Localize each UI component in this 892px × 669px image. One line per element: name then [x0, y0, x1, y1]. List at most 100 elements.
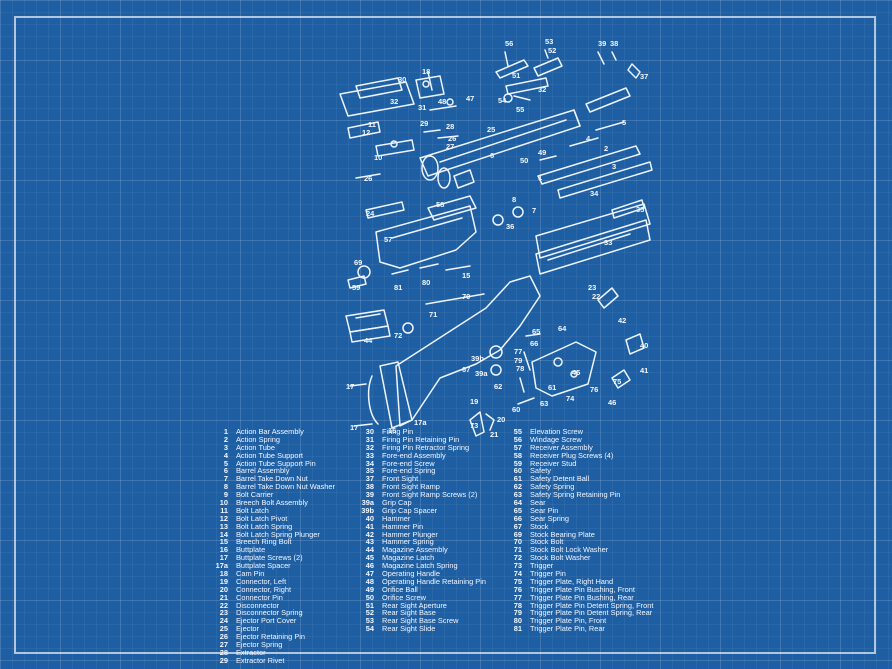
legend-part-number: 28 [219, 647, 228, 657]
part-callout: 69 [354, 258, 362, 267]
legend-part-name: Trigger Plate Pin, Front [530, 616, 607, 626]
legend-part-name: Rear Sight Aperture [382, 600, 447, 610]
legend-part-name: Action Spring [236, 434, 280, 444]
legend-part-number: 67 [513, 521, 522, 531]
legend-part-number: 31 [365, 434, 374, 444]
legend-part-number: 16 [219, 545, 228, 555]
barrel-assembly [419, 109, 581, 189]
legend-part-name: Firing Pin [382, 427, 414, 436]
part-callout: 47 [466, 94, 474, 103]
legend-part-name: Extractor [236, 647, 266, 657]
legend-part-number: 29 [219, 655, 228, 665]
action-tube-group [355, 121, 653, 199]
part-callout: 79 [514, 356, 522, 365]
legend-part-name: Ejector Retaining Pin [236, 632, 306, 642]
legend-part-name: Safety Detent Ball [530, 474, 590, 484]
legend-part-number: 21 [219, 592, 228, 602]
legend-part-name: Elevation Screw [530, 427, 583, 436]
legend-part-name: Trigger Plate, Right Hand [530, 576, 614, 586]
legend-item: 29 Extractor Rivet [214, 655, 335, 665]
legend-part-name: Stock [530, 521, 549, 531]
part-callout: 76 [590, 385, 598, 394]
part-callout: 71 [429, 310, 437, 319]
legend-part-name: Barrel Take Down Nut [236, 474, 308, 484]
legend-item: 61 Safety Detent Ball [508, 475, 653, 483]
part-callout: 22 [592, 292, 600, 301]
part-callout: 77 [514, 347, 522, 356]
legend-part-number: 10 [219, 498, 228, 508]
legend-part-number: 11 [220, 505, 228, 515]
legend-item: 67 Stock [508, 521, 653, 531]
part-callout: 61 [548, 383, 556, 392]
legend-part-name: Trigger Plate Pin Bushing, Front [530, 584, 635, 594]
legend-part-name: Connector, Left [236, 576, 287, 586]
legend-part-name: Safety Spring Retaining Pin [530, 490, 621, 500]
part-callout: 19 [470, 397, 478, 406]
legend-part-number: 6 [223, 466, 228, 476]
part-callout: 74 [566, 394, 575, 403]
legend-part-name: Firing Pin Retaining Pin [382, 434, 460, 444]
legend-part-number: 72 [513, 553, 522, 563]
legend-part-number: 20 [219, 584, 228, 594]
part-callout: 32 [538, 85, 546, 94]
legend-part-number: 60 [513, 466, 522, 476]
legend-part-number: 30 [365, 427, 374, 436]
legend-part-name: Grip Cap Spacer [382, 505, 438, 515]
legend-part-number: 56 [513, 434, 522, 444]
legend-part-name: Operating Handle [382, 569, 440, 579]
legend-part-number: 47 [365, 569, 374, 579]
part-callout: 2 [604, 144, 608, 153]
legend-part-name: Sear Spring [530, 513, 570, 523]
part-callout: 39a [475, 369, 488, 378]
part-callout: 53 [545, 37, 553, 46]
legend-part-number: 26 [219, 632, 228, 642]
part-callout: 54 [498, 96, 507, 105]
part-callout: 25 [487, 125, 495, 134]
part-callout: 75 [613, 377, 621, 386]
legend-part-name: Bolt Latch Spring [236, 521, 293, 531]
part-callout: 51 [512, 71, 520, 80]
legend-part-number: 40 [365, 513, 374, 523]
part-callout: 58 [436, 200, 444, 209]
magazine-assembly [345, 309, 391, 343]
blueprint-border [14, 16, 876, 654]
legend-part-name: Buttplate [236, 545, 266, 555]
legend-part-name: Extractor Rivet [236, 655, 285, 665]
legend-part-name: Ejector Spring [236, 640, 283, 650]
legend-part-number: 17 [219, 553, 228, 563]
legend-part-name: Hammer [382, 513, 411, 523]
legend-part-number: 35 [365, 466, 374, 476]
legend-part-number: 61 [513, 474, 522, 484]
part-callout: 32 [390, 97, 398, 106]
legend-part-name: Barrel Take Down Nut Washer [236, 482, 335, 492]
legend-part-number: 71 [513, 545, 522, 555]
legend-part-name: Trigger Pin [530, 569, 566, 579]
